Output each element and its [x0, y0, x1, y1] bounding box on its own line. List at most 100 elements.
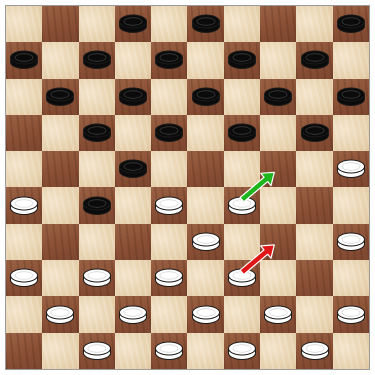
dark-square-r3c4[interactable] [151, 115, 187, 151]
light-square-r7c7[interactable] [260, 260, 296, 296]
light-square-r2c8[interactable] [296, 79, 332, 115]
light-square-r6c2[interactable] [79, 224, 115, 260]
white-checker-piece[interactable] [154, 268, 184, 288]
white-checker-piece[interactable] [336, 159, 366, 179]
dark-square-r1c4[interactable] [151, 42, 187, 78]
dark-square-r5c4[interactable] [151, 187, 187, 223]
dark-square-r8c5[interactable] [187, 296, 223, 332]
light-square-r6c8[interactable] [296, 224, 332, 260]
light-square-r1c9[interactable] [333, 42, 369, 78]
black-checker-piece[interactable] [45, 87, 75, 107]
black-checker-piece[interactable] [118, 87, 148, 107]
light-square-r3c7[interactable] [260, 115, 296, 151]
dark-square-r7c4[interactable] [151, 260, 187, 296]
light-square-r7c9[interactable] [333, 260, 369, 296]
black-checker-piece[interactable] [118, 14, 148, 34]
black-checker-piece[interactable] [82, 123, 112, 143]
white-checker-piece[interactable] [300, 341, 330, 361]
white-checker-piece[interactable] [45, 305, 75, 325]
dark-square-r4c3[interactable] [115, 151, 151, 187]
light-square-r5c3[interactable] [115, 187, 151, 223]
dark-square-r4c7[interactable] [260, 151, 296, 187]
light-square-r8c2[interactable] [79, 296, 115, 332]
light-square-r5c9[interactable] [333, 187, 369, 223]
dark-square-r5c8[interactable] [296, 187, 332, 223]
black-checker-piece[interactable] [191, 14, 221, 34]
white-checker-piece[interactable] [154, 196, 184, 216]
light-square-r1c3[interactable] [115, 42, 151, 78]
dark-square-r0c7[interactable] [260, 6, 296, 42]
dark-square-r4c1[interactable] [42, 151, 78, 187]
light-square-r3c3[interactable] [115, 115, 151, 151]
dark-square-r3c2[interactable] [79, 115, 115, 151]
light-square-r1c5[interactable] [187, 42, 223, 78]
light-square-r4c6[interactable] [224, 151, 260, 187]
light-square-r2c2[interactable] [79, 79, 115, 115]
light-square-r2c4[interactable] [151, 79, 187, 115]
dark-square-r8c7[interactable] [260, 296, 296, 332]
dark-square-r6c1[interactable] [42, 224, 78, 260]
dark-square-r2c5[interactable] [187, 79, 223, 115]
dark-square-r4c9[interactable] [333, 151, 369, 187]
light-square-r7c3[interactable] [115, 260, 151, 296]
white-checker-piece[interactable] [336, 232, 366, 252]
black-checker-piece[interactable] [82, 50, 112, 70]
white-checker-piece[interactable] [336, 305, 366, 325]
dark-square-r4c5[interactable] [187, 151, 223, 187]
dark-square-r7c0[interactable] [6, 260, 42, 296]
light-square-r1c1[interactable] [42, 42, 78, 78]
light-square-r7c5[interactable] [187, 260, 223, 296]
light-square-r0c2[interactable] [79, 6, 115, 42]
dark-square-r1c6[interactable] [224, 42, 260, 78]
dark-square-r3c6[interactable] [224, 115, 260, 151]
light-square-r2c6[interactable] [224, 79, 260, 115]
light-square-r0c4[interactable] [151, 6, 187, 42]
dark-square-r9c2[interactable] [79, 333, 115, 369]
black-checker-piece[interactable] [82, 196, 112, 216]
light-square-r9c5[interactable] [187, 333, 223, 369]
white-checker-piece[interactable] [227, 196, 257, 216]
black-checker-piece[interactable] [300, 50, 330, 70]
white-checker-piece[interactable] [191, 305, 221, 325]
white-checker-piece[interactable] [263, 305, 293, 325]
dark-square-r8c1[interactable] [42, 296, 78, 332]
white-checker-piece[interactable] [9, 268, 39, 288]
light-square-r3c9[interactable] [333, 115, 369, 151]
black-checker-piece[interactable] [336, 87, 366, 107]
light-square-r0c8[interactable] [296, 6, 332, 42]
dark-square-r9c0[interactable] [6, 333, 42, 369]
white-checker-piece[interactable] [82, 268, 112, 288]
dark-square-r0c9[interactable] [333, 6, 369, 42]
dark-square-r2c7[interactable] [260, 79, 296, 115]
dark-square-r0c3[interactable] [115, 6, 151, 42]
dark-square-r1c8[interactable] [296, 42, 332, 78]
checkers-board[interactable] [6, 6, 369, 369]
white-checker-piece[interactable] [227, 341, 257, 361]
dark-square-r6c5[interactable] [187, 224, 223, 260]
light-square-r6c4[interactable] [151, 224, 187, 260]
black-checker-piece[interactable] [263, 87, 293, 107]
white-checker-piece[interactable] [118, 305, 148, 325]
dark-square-r9c4[interactable] [151, 333, 187, 369]
dark-square-r2c1[interactable] [42, 79, 78, 115]
black-checker-piece[interactable] [9, 50, 39, 70]
dark-square-r8c3[interactable] [115, 296, 151, 332]
dark-square-r0c5[interactable] [187, 6, 223, 42]
dark-square-r7c2[interactable] [79, 260, 115, 296]
light-square-r5c7[interactable] [260, 187, 296, 223]
dark-square-r5c6[interactable] [224, 187, 260, 223]
light-square-r8c8[interactable] [296, 296, 332, 332]
dark-square-r5c0[interactable] [6, 187, 42, 223]
dark-square-r2c9[interactable] [333, 79, 369, 115]
light-square-r9c9[interactable] [333, 333, 369, 369]
dark-square-r3c0[interactable] [6, 115, 42, 151]
light-square-r3c1[interactable] [42, 115, 78, 151]
light-square-r0c6[interactable] [224, 6, 260, 42]
light-square-r4c0[interactable] [6, 151, 42, 187]
black-checker-piece[interactable] [336, 14, 366, 34]
light-square-r8c4[interactable] [151, 296, 187, 332]
white-checker-piece[interactable] [154, 341, 184, 361]
light-square-r6c6[interactable] [224, 224, 260, 260]
black-checker-piece[interactable] [118, 159, 148, 179]
white-checker-piece[interactable] [9, 196, 39, 216]
